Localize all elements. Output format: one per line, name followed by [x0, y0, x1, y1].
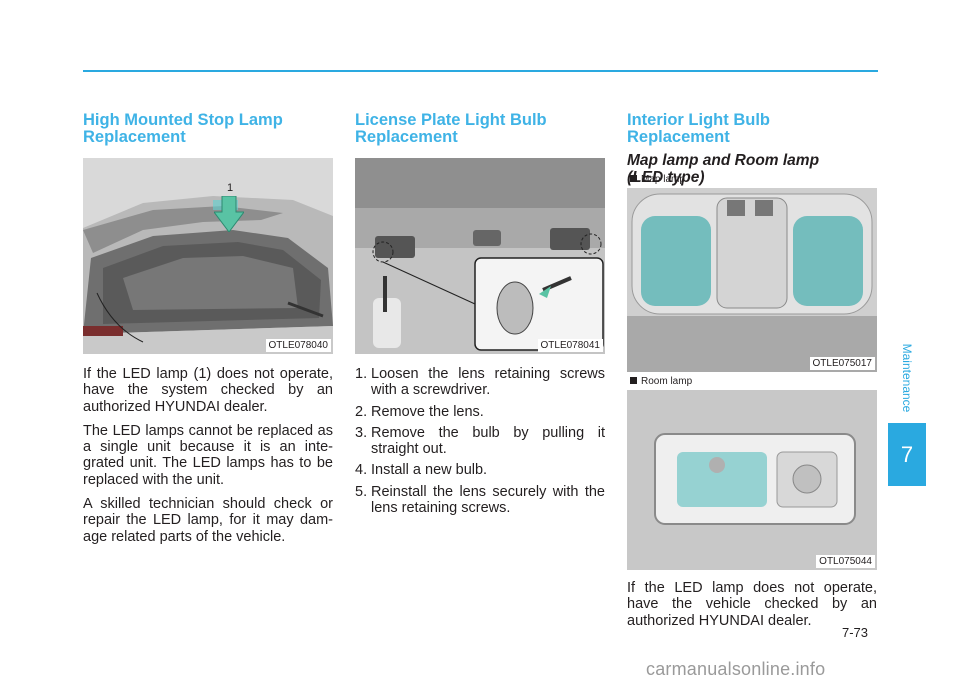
map-lamp-label: Map lamp — [630, 174, 685, 185]
license-plate-figure: OTLE078041 — [355, 158, 605, 354]
map-lamp-illustration — [627, 188, 877, 372]
figure-caption: OTLE078041 — [537, 339, 603, 352]
list-item: 2.Remove the lens. — [355, 403, 484, 420]
list-item: 4.Install a new bulb. — [355, 462, 488, 479]
map-lamp-figure: OTLE075017 — [627, 188, 877, 372]
square-bullet-icon — [630, 377, 637, 384]
car-rear-illustration — [83, 158, 333, 354]
paragraph: The LED lamps cannot be replaced as a si… — [83, 422, 333, 488]
room-lamp-illustration — [627, 390, 877, 570]
chapter-number: 7 — [888, 423, 926, 486]
watermark: carmanualsonline.info — [646, 659, 826, 679]
sub-heading: Map lamp and Room lamp (LED type) — [627, 152, 820, 186]
paragraph: A skilled technician should check or rep… — [83, 496, 333, 545]
column-interior-light: Interior Light Bulb Replacement Map lamp… — [627, 111, 877, 187]
paragraph: If the LED lamp (1) does not operate, ha… — [83, 366, 333, 415]
section-heading: License Plate Light Bulb Replacement — [355, 111, 547, 146]
section-label: Maintenance — [900, 343, 914, 413]
steps-list: 1.Loosen the lens retaining screws with … — [355, 366, 605, 516]
list-item: 3.Remove the bulb by pulling it straight… — [355, 424, 605, 458]
section-heading: High Mounted Stop Lamp Replacement — [83, 111, 283, 146]
license-lamp-illustration — [355, 158, 605, 354]
figure-caption: OTLE075017 — [809, 357, 875, 370]
stop-lamp-text: If the LED lamp (1) does not operate, ha… — [83, 366, 333, 553]
figure-caption: OTLE078040 — [265, 339, 331, 352]
list-item: 1.Loosen the lens retaining screws with … — [355, 366, 605, 399]
figure-caption: OTL075044 — [816, 555, 875, 568]
callout-number: 1 — [227, 182, 234, 194]
room-lamp-figure: OTL075044 — [627, 390, 877, 570]
paragraph: If the LED lamp does not operate, have t… — [627, 580, 877, 629]
header-rule — [83, 70, 878, 72]
list-item: 5.Reinstall the lens securely with the l… — [355, 483, 605, 517]
license-plate-steps: 1.Loosen the lens retaining screws with … — [355, 366, 605, 521]
column-license-plate: License Plate Light Bulb Replacement — [355, 112, 605, 146]
column-stop-lamp: High Mounted Stop Lamp Replacement — [83, 112, 333, 146]
square-bullet-icon — [630, 175, 637, 182]
interior-light-text: If the LED lamp does not operate, have t… — [627, 580, 877, 637]
page-number: 7-73 — [842, 625, 869, 640]
arrow-down-icon — [214, 196, 244, 232]
section-heading: Interior Light Bulb Replacement — [627, 111, 770, 146]
room-lamp-label: Room lamp — [630, 376, 692, 387]
stop-lamp-figure: 1 OTLE078040 — [83, 158, 333, 354]
